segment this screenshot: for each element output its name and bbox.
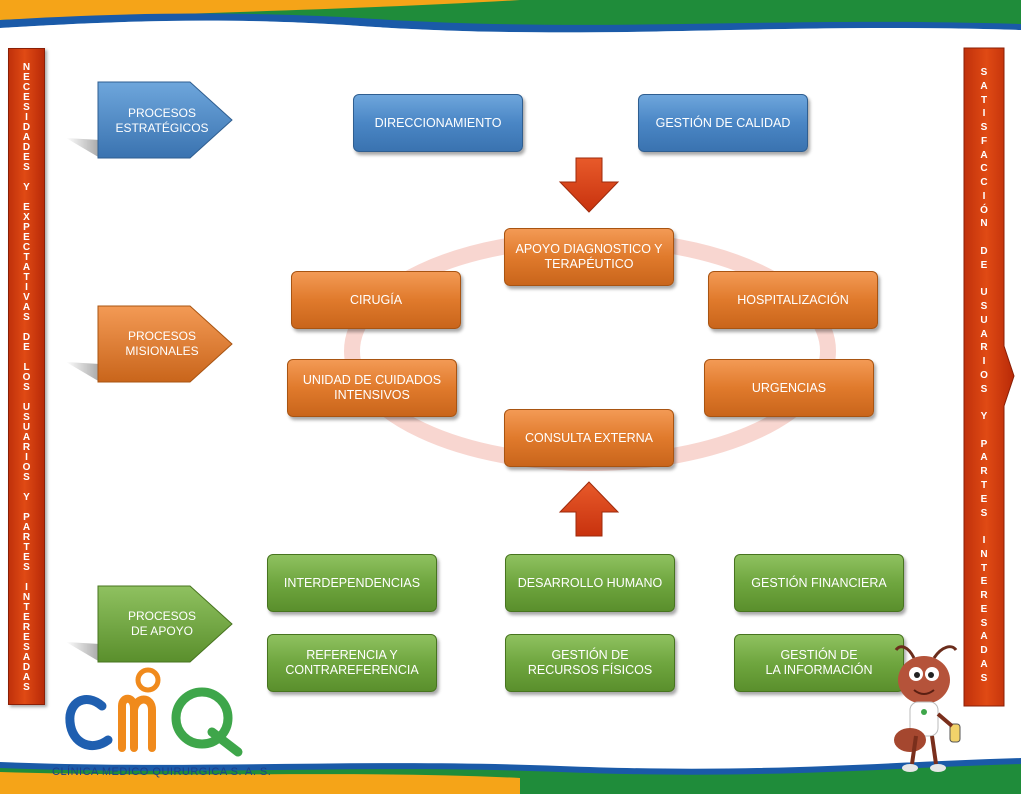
support-process-informacion: GESTIÓN DE LA INFORMACIÓN	[734, 634, 904, 692]
sidebar-letter: T	[981, 481, 987, 491]
sidebar-letter: A	[980, 660, 987, 670]
sidebar-letter: C	[980, 178, 987, 188]
sidebar-letter: R	[980, 467, 987, 477]
sidebar-letter: I	[983, 536, 986, 546]
sidebar-letter: E	[981, 577, 988, 587]
sidebar-letter: S	[981, 68, 988, 78]
sidebar-letter: F	[981, 137, 987, 147]
missional-process-cirugia: CIRUGÍA	[291, 271, 461, 329]
sidebar-letter	[983, 426, 986, 436]
sidebar-letter: R	[980, 343, 987, 353]
sidebar-letter: C	[980, 164, 987, 174]
cmq-logo	[62, 666, 252, 766]
sidebar-letter: T	[981, 564, 987, 574]
support-process-interdependencias: INTERDEPENDENCIAS	[267, 554, 437, 612]
missional-process-uci: UNIDAD DE CUIDADOS INTENSIVOS	[287, 359, 457, 417]
sidebar-letter: N	[980, 550, 987, 560]
support-process-recursos-fisicos: GESTIÓN DE RECURSOS FÍSICOS	[505, 634, 675, 692]
ant-mascot-illustration	[880, 640, 970, 780]
sidebar-letter: P	[981, 440, 988, 450]
sidebar-letter: S	[981, 385, 988, 395]
sidebar-letter: S	[981, 674, 988, 684]
sidebar-letter: E	[981, 495, 988, 505]
sidebar-letter: U	[980, 316, 987, 326]
support-process-gestion-financiera: GESTIÓN FINANCIERA	[734, 554, 904, 612]
sidebar-letter: I	[983, 357, 986, 367]
sidebar-letter: R	[980, 591, 987, 601]
logo-name: CLÍNICA MEDICO QUIRURGICA S. A. S.	[52, 766, 271, 778]
sidebar-letter: E	[981, 261, 988, 271]
strategic-process-gestion-calidad: GESTIÓN DE CALIDAD	[638, 94, 808, 152]
sidebar-letter: E	[981, 605, 988, 615]
strategic-category-label: PROCESOS ESTRATÉGICOS	[98, 84, 226, 158]
support-category-label: PROCESOS DE APOYO	[98, 586, 226, 662]
support-process-desarrollo-humano: DESARROLLO HUMANO	[505, 554, 675, 612]
missional-category-label: PROCESOS MISIONALES	[98, 306, 226, 382]
sidebar-letter: O	[980, 371, 988, 381]
sidebar-letter	[983, 522, 986, 532]
sidebar-letter: D	[980, 646, 987, 656]
down-arrow	[556, 156, 622, 214]
sidebar-letter: S	[981, 509, 988, 519]
missional-process-consulta-externa: CONSULTA EXTERNA	[504, 409, 674, 467]
sidebar-letter: A	[980, 632, 987, 642]
sidebar-letter: Y	[981, 412, 988, 422]
sidebar-letter: I	[983, 109, 986, 119]
sidebar-letter: U	[980, 288, 987, 298]
right-sidebar-text: SATISFACCIÓN DE USUARIOS Y PARTES INTERE…	[964, 68, 1004, 684]
missional-process-apoyo-diagnostico: APOYO DIAGNOSTICO Y TERAPÉUTICO	[504, 228, 674, 286]
up-arrow	[556, 480, 622, 538]
left-sidebar-text: NECESIDADES Y EXPECTATIVAS DE LOS USUARI…	[9, 63, 44, 690]
sidebar-letter: T	[981, 96, 987, 106]
sidebar-letter: I	[983, 192, 986, 202]
sidebar-letter: A	[980, 151, 987, 161]
sidebar-letter: S	[981, 619, 988, 629]
sidebar-letter: S	[981, 123, 988, 133]
strategic-process-direccionamiento: DIRECCIONAMIENTO	[353, 94, 523, 152]
sidebar-letter	[983, 398, 986, 408]
sidebar-letter: D	[980, 247, 987, 257]
sidebar-letter	[983, 274, 986, 284]
sidebar-letter: A	[980, 330, 987, 340]
sidebar-letter: N	[980, 219, 987, 229]
top-banner	[0, 0, 1021, 50]
missional-process-hospitalizacion: HOSPITALIZACIÓN	[708, 271, 878, 329]
support-process-referencia: REFERENCIA Y CONTRAREFERENCIA	[267, 634, 437, 692]
sidebar-letter: Ó	[980, 206, 988, 216]
sidebar-letter: S	[23, 683, 30, 693]
sidebar-letter: S	[981, 302, 988, 312]
sidebar-letter	[983, 233, 986, 243]
missional-process-urgencias: URGENCIAS	[704, 359, 874, 417]
sidebar-letter: A	[980, 82, 987, 92]
sidebar-letter: A	[980, 453, 987, 463]
